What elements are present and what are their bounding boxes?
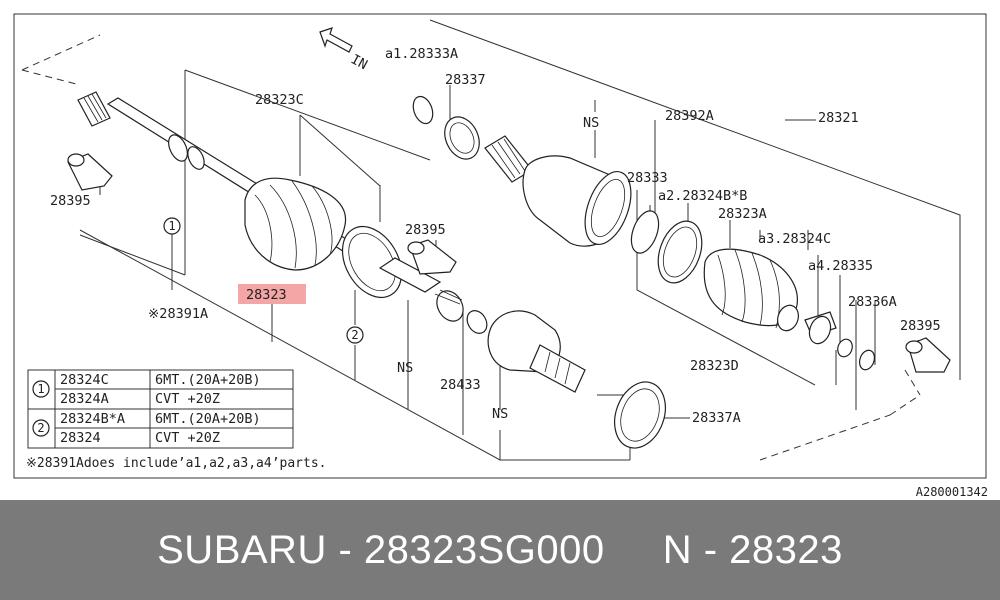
legend-row3-spec: 6MT.(20A+20B) <box>155 411 261 427</box>
callout-28323-highlight: 28323 <box>246 287 287 303</box>
callout-28433: 28433 <box>440 377 481 393</box>
callout-ns-mid: NS <box>397 360 413 376</box>
legend-row4-part: 28324 <box>60 430 101 446</box>
legend-group-2: 2 <box>37 421 44 435</box>
legend-row2-part: 28324A <box>60 391 109 407</box>
callout-28337: 28337 <box>445 72 486 88</box>
dashed-frame <box>21 34 921 461</box>
svg-text:2: 2 <box>351 328 358 342</box>
callout-28323C: 28323C <box>255 92 304 108</box>
part-number-text: SUBARU - 28323SG000 N - 28323 <box>157 527 843 572</box>
callout-28392A: 28392A <box>665 108 714 124</box>
callout-28324C: a3.28324C <box>758 231 831 247</box>
callout-28323D: 28323D <box>690 358 739 374</box>
legend-row1-part: 28324C <box>60 372 109 388</box>
callout-ns-bottom: NS <box>492 406 508 422</box>
callout-28321: 28321 <box>818 110 859 126</box>
right-cv-joint-assembly <box>412 95 876 371</box>
svg-text:1: 1 <box>168 219 175 233</box>
legend-group-1: 1 <box>37 382 44 396</box>
callout-28333A: a1.28333A <box>385 46 458 62</box>
in-arrow-label: IN <box>348 51 370 73</box>
diagram-reference-code: A280001342 <box>916 485 988 499</box>
grease-tube-mid <box>407 239 457 275</box>
callout-28391A: ※28391A <box>148 306 208 322</box>
callout-ns-top: NS <box>583 115 599 131</box>
left-drive-shaft-assembly <box>77 91 666 449</box>
legend-row3-part: 28324B*A <box>60 411 125 427</box>
diagram-border <box>13 13 987 479</box>
legend-row1-spec: 6MT.(20A+20B) <box>155 372 261 388</box>
callout-28323A: 28323A <box>718 206 767 222</box>
callout-28324B-B: a2.28324B*B <box>658 188 747 204</box>
callout-28395-right: 28395 <box>900 318 941 334</box>
highlight-box <box>238 284 306 304</box>
callout-28395-mid: 28395 <box>405 222 446 238</box>
legend-row4-spec: CVT +20Z <box>155 430 220 446</box>
group-marker-2: 2 <box>346 326 364 344</box>
grease-tube-right <box>905 337 951 373</box>
group-marker-1: 1 <box>163 217 181 235</box>
legend-footnote: ※28391Adoes include’a1,a2,a3,a4’parts. <box>26 456 326 471</box>
grease-tube-left <box>67 153 113 191</box>
callout-28337A: 28337A <box>692 410 741 426</box>
legend-row2-spec: CVT +20Z <box>155 391 220 407</box>
legend-table: 1 2 28324C 6MT.(20A+20B) 28324A CVT +20Z… <box>26 369 326 471</box>
in-direction-arrow: IN <box>319 27 370 73</box>
callout-28335: a4.28335 <box>808 258 873 274</box>
callout-labels: a1.28333A 28337 28323C 28392A 28321 NS 2… <box>50 46 941 426</box>
callout-28336A: 28336A <box>848 294 897 310</box>
part-number-banner: SUBARU - 28323SG000 N - 28323 <box>0 500 1000 600</box>
parts-diagram: IN <box>13 13 988 499</box>
callout-28395-left: 28395 <box>50 193 91 209</box>
callout-28333: 28333 <box>627 170 668 186</box>
